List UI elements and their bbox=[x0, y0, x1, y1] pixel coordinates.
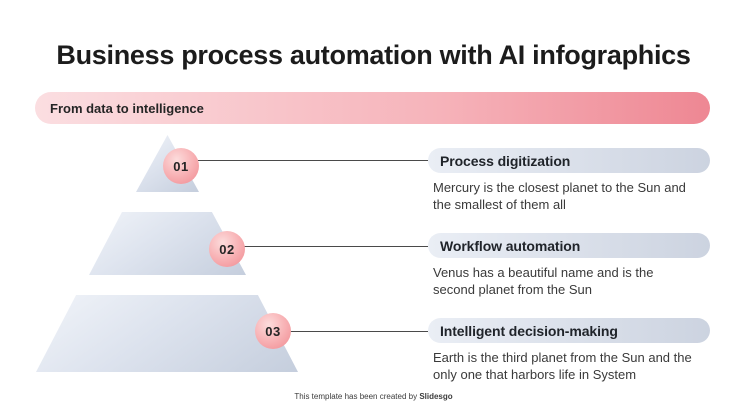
step-number-badge-2: 02 bbox=[209, 231, 245, 267]
step-title-pill-2: Workflow automation bbox=[428, 233, 710, 258]
step-number-badge-1: 01 bbox=[163, 148, 199, 184]
connector-line-1 bbox=[197, 160, 428, 161]
attribution-brand: Slidesgo bbox=[419, 392, 453, 401]
step-title-1: Process digitization bbox=[440, 152, 571, 169]
step-detail-1: Process digitization Mercury is the clos… bbox=[428, 148, 710, 213]
section-banner: From data to intelligence bbox=[35, 92, 710, 124]
pyramid-level-3 bbox=[36, 295, 298, 372]
step-title-3: Intelligent decision-making bbox=[440, 322, 618, 339]
attribution-text: This template has been created by bbox=[294, 392, 420, 401]
step-detail-3: Intelligent decision-making Earth is the… bbox=[428, 318, 710, 383]
attribution-footer: This template has been created by Slides… bbox=[0, 392, 747, 401]
connector-line-2 bbox=[243, 246, 428, 247]
step-description-3: Earth is the third planet from the Sun a… bbox=[433, 350, 692, 382]
step-description-2: Venus has a beautiful name and is the se… bbox=[433, 265, 654, 297]
step-title-2: Workflow automation bbox=[440, 237, 581, 254]
step-description-1: Mercury is the closest planet to the Sun… bbox=[433, 180, 686, 212]
connector-line-3 bbox=[289, 331, 428, 332]
step-detail-2: Workflow automation Venus has a beautifu… bbox=[428, 233, 710, 298]
step-number-badge-3: 03 bbox=[255, 313, 291, 349]
section-banner-label: From data to intelligence bbox=[50, 100, 204, 116]
step-title-pill-1: Process digitization bbox=[428, 148, 710, 173]
step-title-pill-3: Intelligent decision-making bbox=[428, 318, 710, 343]
slide-title: Business process automation with AI info… bbox=[56, 40, 691, 70]
